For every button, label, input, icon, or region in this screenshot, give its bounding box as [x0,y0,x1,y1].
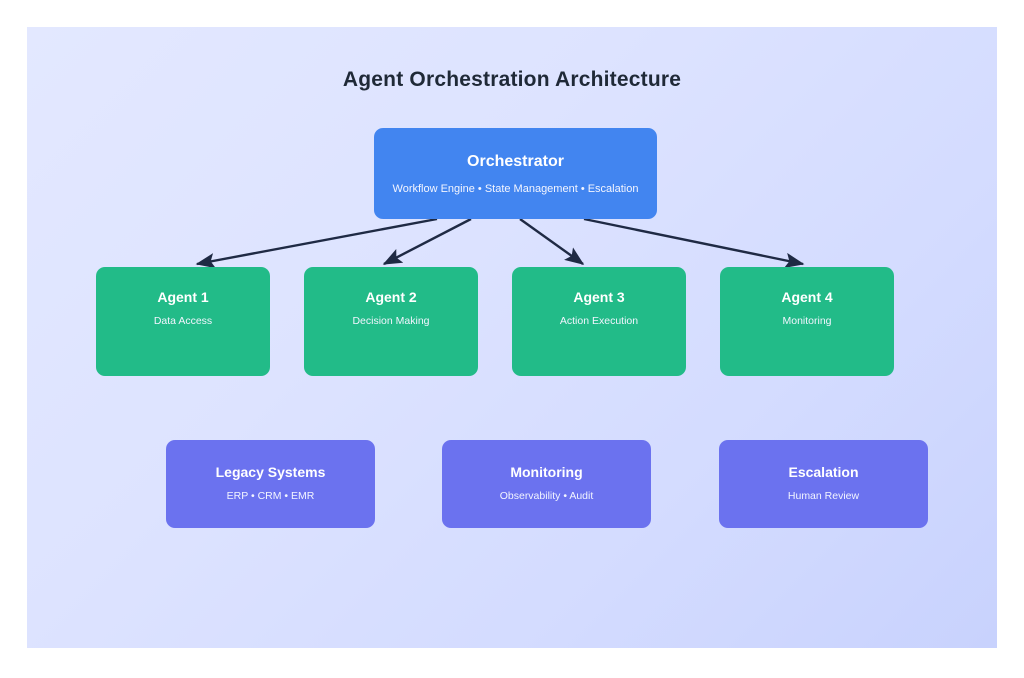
node-agent-1[interactable]: Agent 1 Data Access [96,267,270,376]
node-agent-1-subtitle: Data Access [153,315,213,327]
node-legacy-systems-title: Legacy Systems [215,464,326,480]
node-orchestrator[interactable]: Orchestrator Workflow Engine • State Man… [374,128,657,219]
node-orchestrator-title: Orchestrator [467,153,564,170]
node-agent-1-title: Agent 1 [157,289,209,305]
node-orchestrator-subtitle: Workflow Engine • State Management • Esc… [392,183,639,195]
node-agent-4-subtitle: Monitoring [782,315,832,327]
node-monitoring[interactable]: Monitoring Observability • Audit [442,440,651,528]
node-agent-3-subtitle: Action Execution [559,315,639,327]
edge-orchestrator-agent-1 [195,217,438,269]
node-agent-3-title: Agent 3 [573,289,625,305]
node-legacy-systems[interactable]: Legacy Systems ERP • CRM • EMR [166,440,375,528]
node-escalation[interactable]: Escalation Human Review [719,440,928,528]
diagram-title: Agent Orchestration Architecture [342,68,682,91]
edge-orchestrator-agent-4 [583,217,805,268]
node-agent-2-subtitle: Decision Making [352,315,430,327]
node-monitoring-subtitle: Observability • Audit [499,490,594,502]
diagram-panel: Agent Orchestration Architecture Orchest… [27,27,997,648]
node-legacy-systems-subtitle: ERP • CRM • EMR [226,490,315,502]
node-agent-2[interactable]: Agent 2 Decision Making [304,267,478,376]
node-agent-4-title: Agent 4 [781,289,833,305]
node-escalation-title: Escalation [788,464,859,480]
node-agent-3[interactable]: Agent 3 Action Execution [512,267,686,376]
node-escalation-subtitle: Human Review [787,490,860,502]
node-agent-4[interactable]: Agent 4 Monitoring [720,267,894,376]
node-agent-2-title: Agent 2 [365,289,417,305]
edge-orchestrator-agent-2 [382,217,472,266]
edge-orchestrator-agent-3 [519,218,585,265]
node-monitoring-title: Monitoring [510,464,583,480]
